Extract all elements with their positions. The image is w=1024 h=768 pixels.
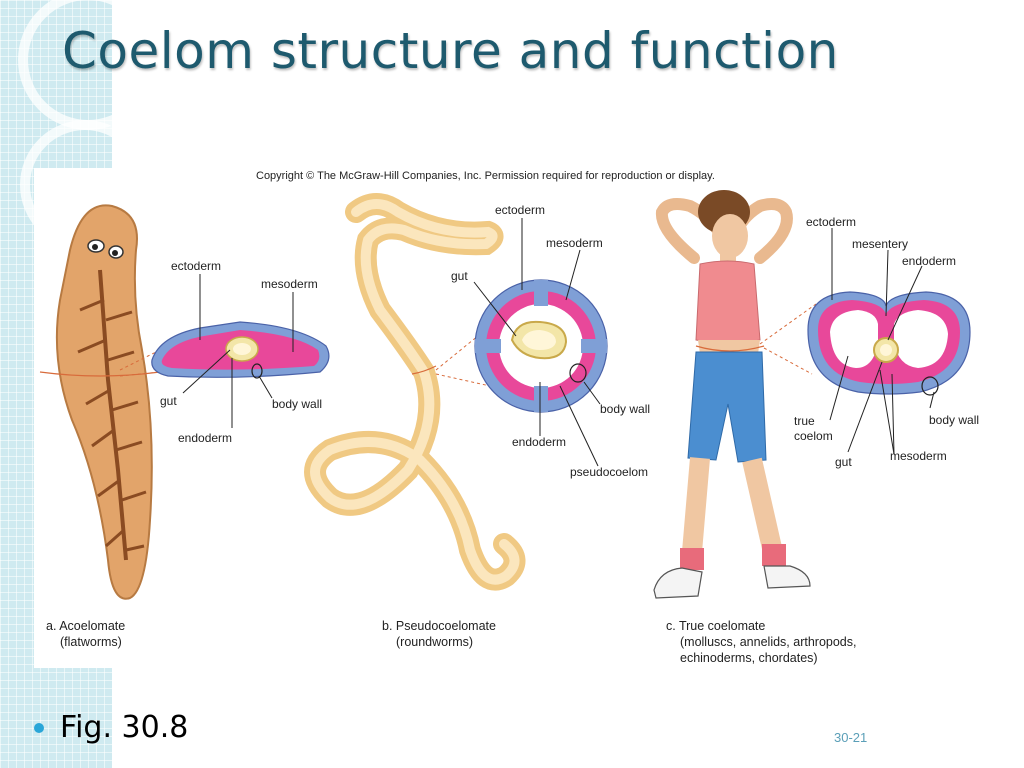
label-c-mesentery: mesentery xyxy=(852,237,908,251)
label-a-endoderm: endoderm xyxy=(178,431,232,445)
label-b-body-wall: body wall xyxy=(600,402,650,416)
slide-number: 30-21 xyxy=(834,730,868,745)
caption-pseudocoelomate: b. Pseudocoelomate (roundworms) xyxy=(382,618,496,650)
bullet-dot-icon xyxy=(34,722,44,733)
caption-pseudocoelomate-line2: (roundworms) xyxy=(396,635,474,649)
true-coelomate-leader-lines xyxy=(829,228,935,455)
human-illustration xyxy=(653,190,811,599)
label-b-mesoderm: mesoderm xyxy=(546,236,603,250)
caption-true-coelomate-line3: echinoderms, chordates) xyxy=(680,651,818,665)
acoelomate-leader-lines xyxy=(182,274,294,428)
label-c-gut: gut xyxy=(835,455,852,469)
acoelomate-cross-section xyxy=(119,321,330,379)
pseudocoelomate-leader-lines xyxy=(473,218,601,467)
label-c-mesoderm: mesoderm xyxy=(890,449,947,463)
label-c-true: true xyxy=(794,414,815,428)
caption-true-coelomate-line1: c. True coelomate xyxy=(666,619,766,633)
flatworm-illustration xyxy=(39,204,161,600)
slide-title: Coelom structure and function xyxy=(62,22,839,80)
label-c-endoderm: endoderm xyxy=(902,254,956,268)
bullet-text: Fig. 30.8 xyxy=(60,710,189,745)
label-c-coelom: coelom xyxy=(794,429,833,443)
label-b-endoderm: endoderm xyxy=(512,435,566,449)
pseudocoelomate-cross-section xyxy=(435,279,608,413)
label-c-body-wall: body wall xyxy=(929,413,979,427)
caption-true-coelomate: c. True coelomate (molluscs, annelids, a… xyxy=(666,618,856,666)
label-a-gut: gut xyxy=(160,394,177,408)
label-b-pseudocoelom: pseudocoelom xyxy=(570,465,648,479)
true-coelomate-cross-section xyxy=(759,291,971,396)
caption-pseudocoelomate-line1: b. Pseudocoelomate xyxy=(382,619,496,633)
caption-acoelomate-line2: (flatworms) xyxy=(60,635,122,649)
caption-acoelomate: a. Acoelomate (flatworms) xyxy=(46,618,125,650)
caption-acoelomate-line1: a. Acoelomate xyxy=(46,619,126,633)
label-a-mesoderm: mesoderm xyxy=(261,277,318,291)
caption-true-coelomate-line2: (molluscs, annelids, arthropods, xyxy=(680,635,857,649)
figure-copyright: Copyright © The McGraw-Hill Companies, I… xyxy=(256,170,715,182)
label-c-ectoderm: ectoderm xyxy=(806,215,856,229)
label-b-ectoderm: ectoderm xyxy=(495,203,545,217)
roundworm-illustration xyxy=(304,193,526,591)
figure-panel xyxy=(34,168,1020,668)
bullet-item: Fig. 30.8 xyxy=(34,710,188,745)
label-b-gut: gut xyxy=(451,269,468,283)
label-a-body-wall: body wall xyxy=(272,397,322,411)
label-a-ectoderm: ectoderm xyxy=(171,259,221,273)
